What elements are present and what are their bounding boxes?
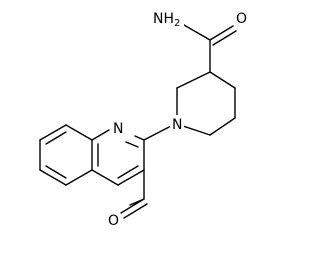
- bond-amide-c-o-2: [212, 30, 237, 46]
- bond-q-c4-c4a: [91, 169, 119, 186]
- bond-b-c5-c4a: [65, 169, 93, 186]
- bond-pip-c3-c4: [209, 71, 236, 89]
- bond-n-quinoline: [143, 125, 172, 141]
- bond-b-c8-c7: [39, 124, 67, 141]
- structure-diagram: NH2 O N N O: [39, 11, 248, 229]
- bond-q-n1-c2-inner: [125, 141, 139, 148]
- bond-q-c3-c4: [117, 169, 145, 186]
- bond-b-c8a-c8: [65, 124, 93, 141]
- bond-cho-c-o-1: [120, 198, 145, 214]
- bond-pip-c5-c6: [209, 117, 236, 136]
- bond-amide-c-n: [183, 24, 211, 41]
- bond-b-c8-c7-inner: [45, 131, 67, 145]
- bond-q-n1-c2: [134, 135, 145, 141]
- piperidine-nitrogen-label: N: [172, 117, 182, 133]
- bond-cho-c-o-2: [123, 203, 148, 219]
- bond-pip-c6-n: [182, 125, 211, 136]
- bond-q-c3-c4-inner: [117, 165, 139, 179]
- bond-pip-c2-c3: [176, 71, 211, 89]
- quinoline-nitrogen-label: N: [113, 121, 123, 137]
- aldehyde-oxygen-label: O: [108, 213, 119, 229]
- amide-oxygen-label: O: [236, 11, 247, 27]
- bond-q-c8a-n1: [91, 129, 110, 141]
- bond-b-c6-c5: [39, 169, 67, 186]
- bond-b-c6-c5-inner: [45, 165, 67, 179]
- bond-amide-c-o-1: [209, 25, 234, 41]
- amide-nh2-label: NH2: [153, 11, 180, 29]
